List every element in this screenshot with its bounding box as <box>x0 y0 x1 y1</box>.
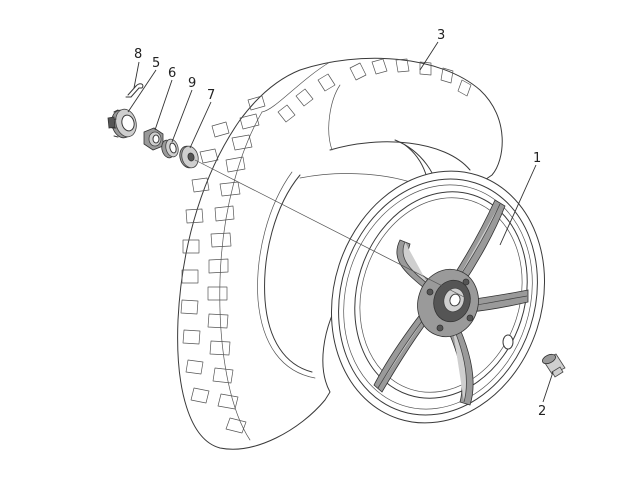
callout-5: 5 <box>152 56 160 71</box>
axle-centerline <box>194 159 471 301</box>
callout-9: 9 <box>188 76 196 91</box>
cotter-pin <box>125 83 144 98</box>
tread-pattern <box>180 58 472 434</box>
leader-lines <box>127 41 554 403</box>
callout-labels: 3 1 2 8 5 6 9 7 <box>134 28 546 419</box>
washer <box>179 145 199 169</box>
rim <box>330 170 546 424</box>
callout-3: 3 <box>437 28 445 43</box>
spacer <box>161 138 179 159</box>
callout-8: 8 <box>134 47 142 62</box>
callout-7: 7 <box>207 88 215 103</box>
tire-valve <box>542 353 566 378</box>
hex-nut <box>143 127 164 151</box>
callout-6: 6 <box>168 66 176 81</box>
castle-nut <box>107 108 137 139</box>
rim-spokes <box>373 199 529 406</box>
callout-1: 1 <box>533 151 541 166</box>
valve-hole <box>502 334 514 350</box>
callout-2: 2 <box>538 404 546 419</box>
tire <box>177 57 503 450</box>
